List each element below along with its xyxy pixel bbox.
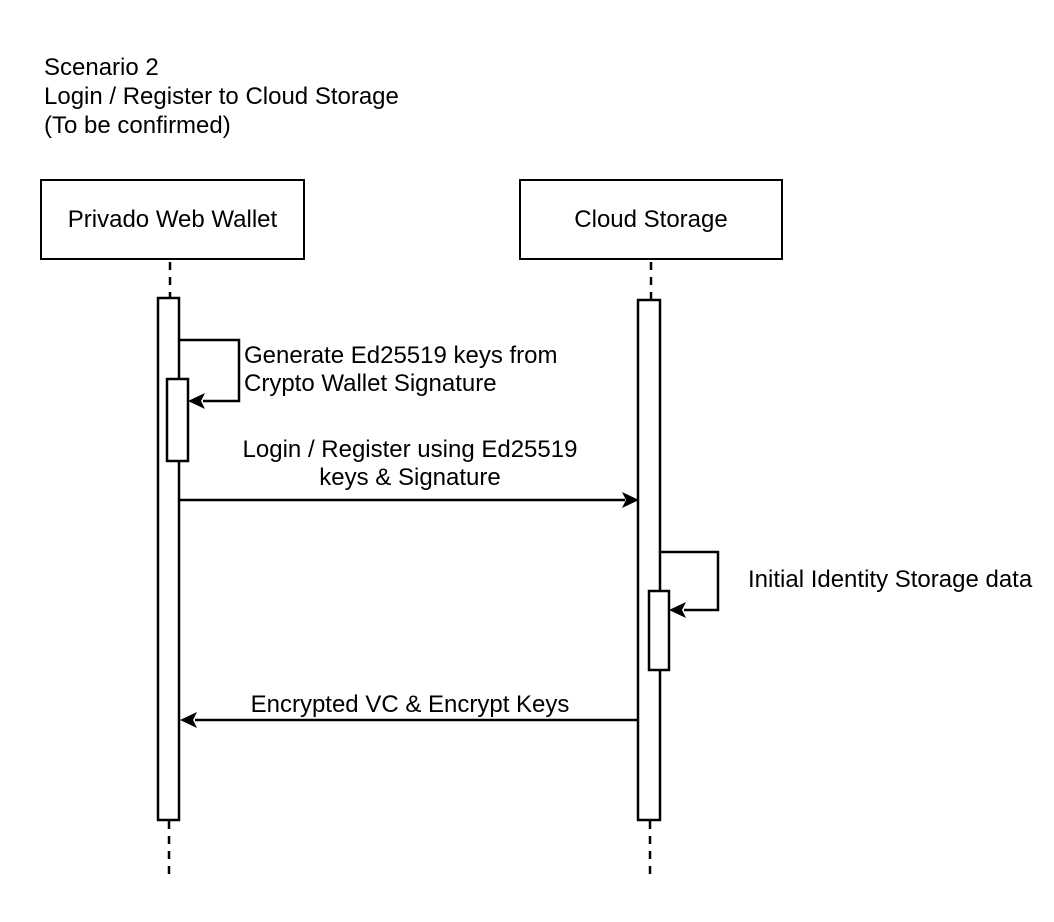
self-message-cloud-connector — [660, 550, 720, 612]
actor-privado-web-wallet: Privado Web Wallet — [40, 179, 305, 260]
message-label-line: Encrypted VC & Encrypt Keys — [250, 691, 570, 718]
message-label-initial-identity: Initial Identity Storage data — [748, 566, 1032, 594]
self-message-privado-connector — [179, 338, 241, 403]
actor-privado-label: Privado Web Wallet — [67, 205, 278, 233]
message-label-generate-keys: Generate Ed25519 keys from Crypto Wallet… — [244, 342, 558, 398]
message-encrypted-arrowhead — [180, 712, 197, 728]
activation-bar-cloud-nested — [647, 589, 671, 672]
diagram-title: Scenario 2 Login / Register to Cloud Sto… — [44, 53, 399, 140]
actor-cloud-storage: Cloud Storage — [519, 179, 783, 260]
title-line-2: Login / Register to Cloud Storage — [44, 83, 399, 110]
activation-bar-privado-nested — [165, 377, 190, 463]
message-label-encrypted-vc: Encrypted VC & Encrypt Keys — [180, 691, 640, 719]
message-label-line: Initial Identity Storage data — [748, 566, 1033, 593]
self-message-privado-arrowhead — [188, 393, 205, 409]
message-login-arrowhead — [622, 492, 639, 508]
message-label-line: Crypto Wallet Signature — [244, 370, 497, 397]
activation-bar-cloud — [636, 298, 662, 822]
message-label-line: keys & Signature — [319, 464, 501, 491]
message-label-line: Login / Register using Ed25519 — [242, 436, 578, 463]
message-label-login-register: Login / Register using Ed25519 keys & Si… — [180, 436, 640, 492]
message-label-line: Generate Ed25519 keys from — [244, 342, 558, 369]
activation-bar-privado — [156, 296, 181, 822]
title-line-3: (To be confirmed) — [44, 112, 231, 139]
self-message-cloud-arrowhead — [669, 602, 686, 618]
actor-cloud-label: Cloud Storage — [574, 205, 728, 233]
title-line-1: Scenario 2 — [44, 54, 159, 81]
